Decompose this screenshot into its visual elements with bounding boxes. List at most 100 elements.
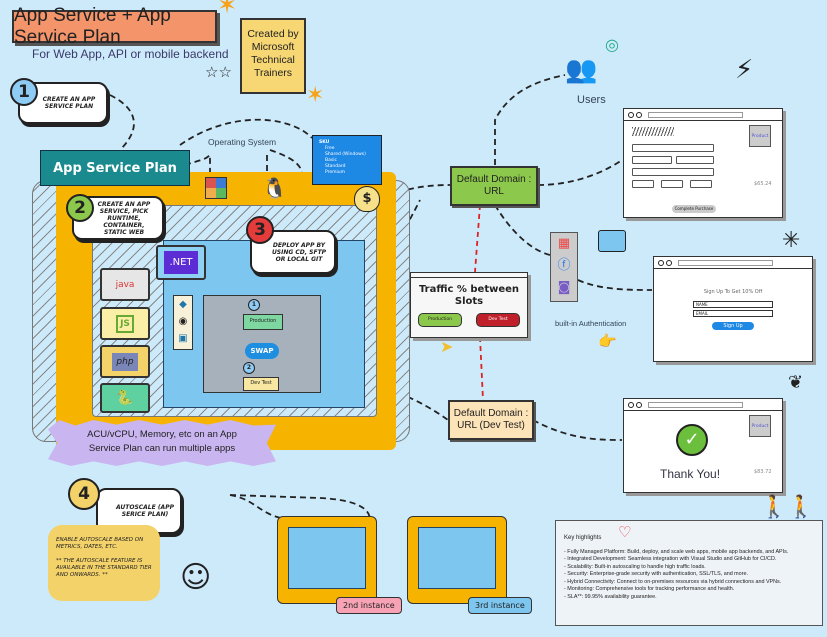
swap-cloud: SWAP <box>245 343 279 359</box>
slot-1-badge: 1 <box>248 299 260 311</box>
target-icon: ◎ <box>605 35 619 54</box>
sku-item: Standard <box>325 164 346 169</box>
cursor-icon: ➤ <box>440 337 454 356</box>
users-label: Users <box>577 94 606 106</box>
step-1-number: 1 <box>10 78 38 106</box>
traffic-title: Traffic % between Slots <box>418 284 520 307</box>
python-icon: 🐍 <box>116 390 134 406</box>
step-4-box: Autoscale (App Serice Plan) <box>96 488 182 534</box>
sparkle-icon: ✶ <box>306 83 325 108</box>
stars-icon: ☆☆ <box>205 63 232 81</box>
autoscale-note-line1: Enable autoscale based on metrics, dates… <box>56 537 144 550</box>
heart-icon: ♡ <box>618 523 632 541</box>
autoscale-note-line2: ** The autoscale feature is available in… <box>56 558 152 578</box>
step-3-text: Deploy App by using CD, SFTP or Local Gi… <box>271 241 327 263</box>
highlight-item: - Fully Managed Platform: Build, deploy,… <box>564 548 789 555</box>
default-domain-prod[interactable]: Default Domain : URL <box>450 166 538 206</box>
highlight-item: - Integrated Development: Seamless integ… <box>564 556 777 562</box>
scribble-logo <box>632 127 674 136</box>
signup-heading: Sign Up To Get 10% Off <box>703 289 763 295</box>
os-label: Operating System <box>208 137 277 147</box>
highlights-title: Key highlights <box>564 535 602 541</box>
stick-figures-icon: 🚶🚶 <box>760 495 815 520</box>
devtest-button[interactable]: Dev Test <box>476 313 520 327</box>
instance-3 <box>407 516 507 604</box>
input-field[interactable] <box>632 156 672 164</box>
autoscale-note: Enable autoscale based on metrics, dates… <box>48 525 160 601</box>
signup-button[interactable]: Sign Up <box>712 322 754 330</box>
python-tile: 🐍 <box>100 383 150 413</box>
browser-thankyou: ✓ Thank You! Product $83.72 <box>623 398 783 493</box>
product-image: Product <box>749 125 771 147</box>
browser-signup: Sign Up To Get 10% Off NAME EMAIL Sign U… <box>653 256 813 362</box>
highlight-item: - Scalability: Built-in autoscaling to h… <box>564 563 706 570</box>
email-input[interactable]: EMAIL <box>693 310 773 317</box>
auth-label: built-in Authentication <box>555 319 627 328</box>
step-4-text: Autoscale (App Serice Plan) <box>116 504 174 518</box>
pointing-hand-icon: 👉 <box>598 332 617 350</box>
input-field[interactable] <box>632 144 714 152</box>
microsoft-icon[interactable]: ▦ <box>557 236 571 251</box>
slot-2-badge: 2 <box>243 362 255 374</box>
lock-icon <box>598 230 626 252</box>
browser-titlebar <box>624 399 782 411</box>
instance-2 <box>277 516 377 604</box>
lightning-icon: ⚡ <box>735 55 754 85</box>
sparkle-icon: ✶ <box>217 0 238 19</box>
input-field[interactable] <box>661 180 683 188</box>
input-field[interactable] <box>676 156 714 164</box>
check-icon: ✓ <box>676 424 708 456</box>
thank-you-text: Thank You! <box>660 467 721 481</box>
page-subtitle: For Web App, API or mobile backend <box>32 47 229 61</box>
highlight-item: - SLA**: 99.95% availability guarantee. <box>564 593 657 600</box>
instance-3-label: 3rd instance <box>468 597 532 614</box>
burst-icon: ✳ <box>782 228 801 253</box>
input-field[interactable] <box>632 168 714 176</box>
sku-title: SKU <box>319 140 330 145</box>
step-4-number: 4 <box>68 478 100 510</box>
multi-app-callout: ACU/vCPU, Memory, etc on an App Service … <box>48 420 276 466</box>
production-button[interactable]: Production <box>418 313 462 327</box>
product-image: Product <box>749 415 771 437</box>
production-slot: Production <box>243 314 283 330</box>
complete-purchase-button[interactable]: Complete Purchase <box>672 205 716 213</box>
step-1-text: Create an App Service Plan <box>42 96 96 110</box>
price: $83.72 <box>754 469 772 475</box>
money-bag-icon: $ <box>354 186 380 212</box>
dotnet-icon: .NET <box>164 251 198 274</box>
name-input[interactable]: NAME <box>693 301 773 308</box>
browser-titlebar <box>624 109 782 121</box>
facebook-icon[interactable]: ⓕ <box>557 258 571 273</box>
sku-card: SKU Free Shared (Windows) Basic Standard… <box>312 135 382 185</box>
creator-note: Created by Microsoft Technical Trainers <box>240 18 306 94</box>
browser-checkout: Product $65.24 Complete Purchase <box>623 108 783 218</box>
dotnet-tile: .NET <box>156 245 206 280</box>
sku-item: Shared (Windows) <box>325 152 366 157</box>
page-title: App Service + App Service Plan <box>12 5 217 48</box>
github-icon: ◉ <box>178 316 188 327</box>
step-2-text: Create an App Service, Pick runtime, con… <box>97 200 151 236</box>
highlight-item: - Hybrid Connectivity: Connect to on-pre… <box>564 578 782 585</box>
git-icon: ▣ <box>178 333 188 344</box>
input-field[interactable] <box>632 180 654 188</box>
browser-titlebar <box>654 257 812 269</box>
default-domain-devtest[interactable]: Default Domain : URL (Dev Test) <box>448 400 534 440</box>
input-field[interactable] <box>690 180 712 188</box>
step-1-box: Create an App Service Plan <box>18 82 108 124</box>
stick-figure-icon: ☺ <box>180 560 212 595</box>
step-3-number: 3 <box>246 216 274 244</box>
sku-item: Free <box>325 146 335 151</box>
window-titlebar <box>411 273 527 278</box>
windows-icon <box>205 177 227 199</box>
sku-item: Premium <box>325 170 346 175</box>
instagram-icon[interactable]: ◙ <box>557 280 571 295</box>
mask-icon: ❦ <box>788 372 804 393</box>
instance-2-label: 2nd instance <box>336 597 402 614</box>
azure-devops-icon: ◆ <box>179 299 187 310</box>
key-highlights: Key highlights - Fully Managed Platform:… <box>555 520 823 626</box>
deploy-sources: ◆ ◉ ▣ <box>173 295 193 350</box>
php-icon: php <box>112 352 138 371</box>
price: $65.24 <box>754 181 772 187</box>
devtest-slot: Dev Test <box>243 377 279 391</box>
linux-icon: 🐧 <box>262 176 287 200</box>
